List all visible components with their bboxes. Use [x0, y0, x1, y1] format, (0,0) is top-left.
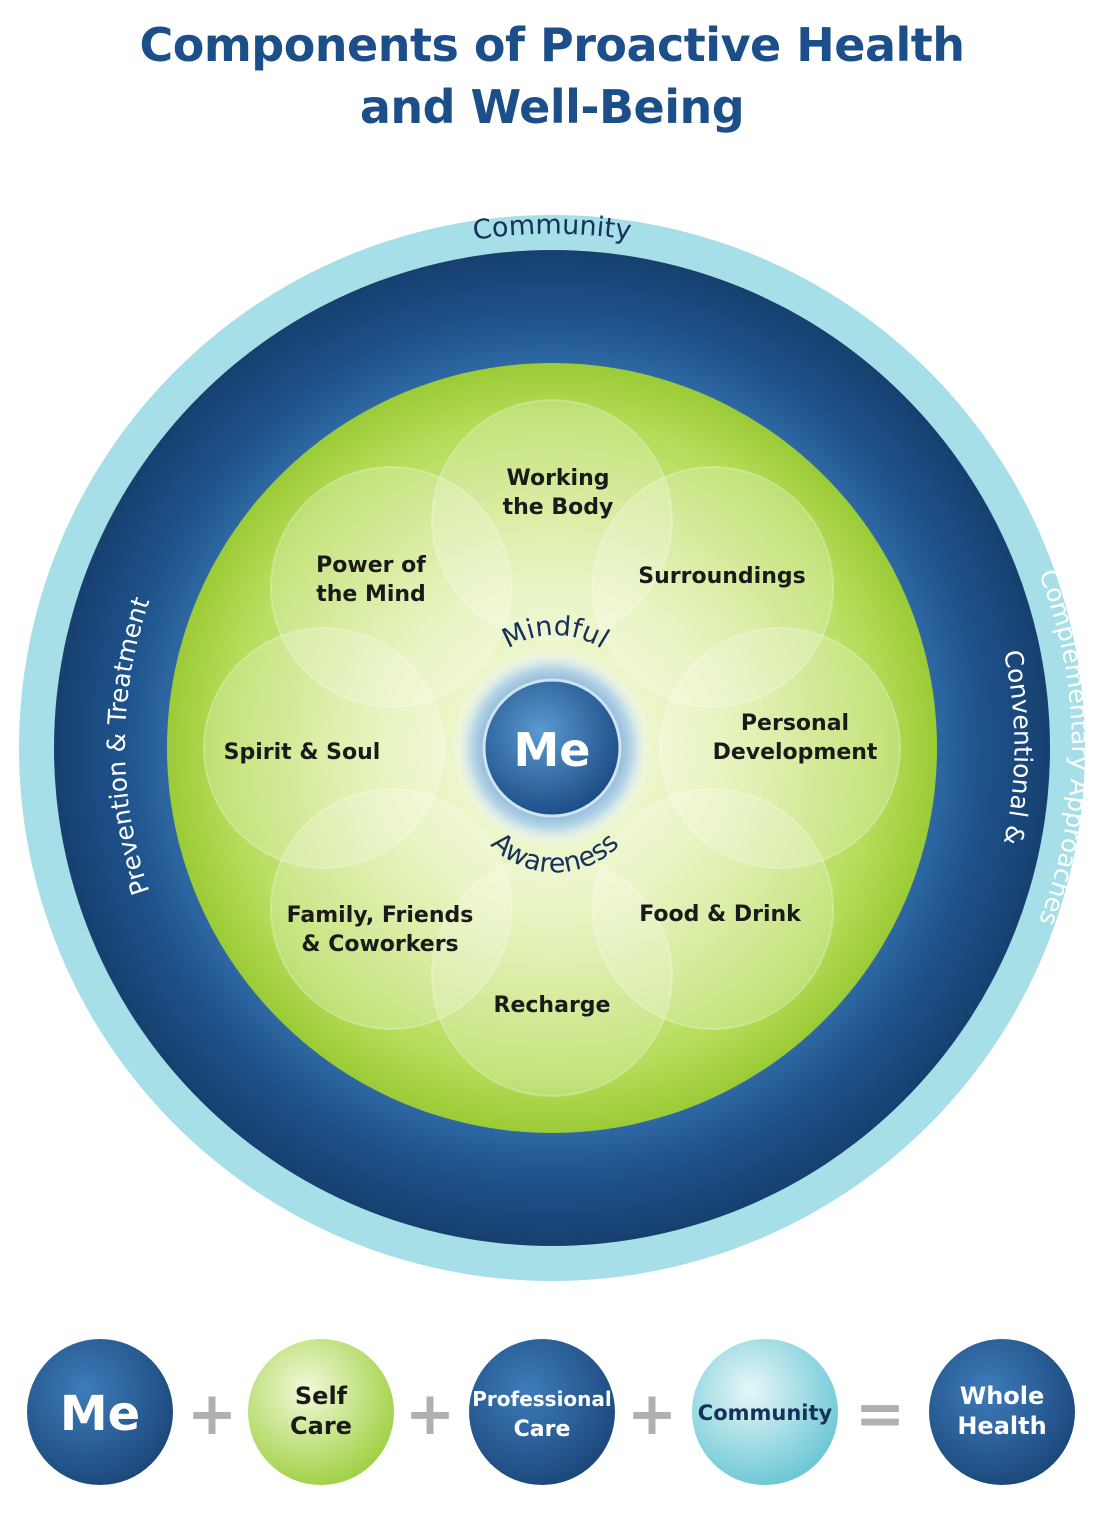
- equation-whole-health: Whole Health: [929, 1339, 1075, 1485]
- svg-text:Working: Working: [506, 466, 609, 491]
- svg-text:Care: Care: [290, 1412, 352, 1440]
- equation-professional-care: Professional Care: [469, 1339, 615, 1485]
- title-line-1: Components of Proactive Health: [139, 18, 965, 72]
- svg-text:Development: Development: [713, 740, 878, 765]
- svg-text:the Mind: the Mind: [316, 582, 426, 607]
- svg-text:Health: Health: [957, 1412, 1046, 1440]
- community-ring-label: Community: [471, 210, 633, 247]
- segment-family-friends-coworkers: Family, Friends & Coworkers: [287, 903, 474, 957]
- equation-community: Community: [692, 1339, 838, 1485]
- plus-operator-1: +: [187, 1379, 237, 1449]
- segment-food-drink: Food & Drink: [639, 902, 802, 927]
- svg-text:Professional: Professional: [472, 1387, 612, 1411]
- svg-text:Spirit & Soul: Spirit & Soul: [224, 740, 381, 765]
- svg-text:the Body: the Body: [503, 495, 614, 520]
- svg-text:Care: Care: [514, 1417, 571, 1442]
- segment-recharge: Recharge: [494, 993, 611, 1018]
- me-core-label: Me: [514, 723, 591, 777]
- diagram-title: Components of Proactive Health and Well-…: [0, 14, 1104, 138]
- plus-operator-3: +: [627, 1379, 677, 1449]
- svg-text:Family, Friends: Family, Friends: [287, 903, 474, 928]
- me-core-circle: [482, 678, 622, 818]
- svg-text:Me: Me: [60, 1386, 140, 1442]
- segment-personal-development: Personal Development: [713, 711, 878, 765]
- plus-operator-2: +: [405, 1379, 455, 1449]
- equation-row: Me + Self Care + Professional Care + Com…: [27, 1339, 1075, 1485]
- segment-power-of-the-mind: Power of the Mind: [316, 553, 426, 607]
- segment-surroundings: Surroundings: [638, 564, 805, 589]
- svg-text:Personal: Personal: [741, 711, 849, 736]
- equation-self-care: Self Care: [248, 1339, 394, 1485]
- svg-text:Power of: Power of: [316, 553, 426, 578]
- segment-working-the-body: Working the Body: [503, 466, 614, 520]
- segment-spirit-soul: Spirit & Soul: [224, 740, 381, 765]
- petal-pattern: [203, 399, 901, 1097]
- svg-text:Self: Self: [295, 1382, 348, 1410]
- svg-text:Surroundings: Surroundings: [638, 564, 805, 589]
- svg-text:Whole: Whole: [960, 1382, 1045, 1410]
- svg-text:Food & Drink: Food & Drink: [639, 902, 802, 927]
- equation-me: Me: [27, 1339, 173, 1485]
- equals-operator: =: [855, 1379, 905, 1449]
- svg-text:Community: Community: [698, 1401, 833, 1425]
- svg-text:& Coworkers: & Coworkers: [301, 932, 458, 957]
- title-line-2: and Well-Being: [359, 80, 745, 134]
- svg-text:Recharge: Recharge: [494, 993, 611, 1018]
